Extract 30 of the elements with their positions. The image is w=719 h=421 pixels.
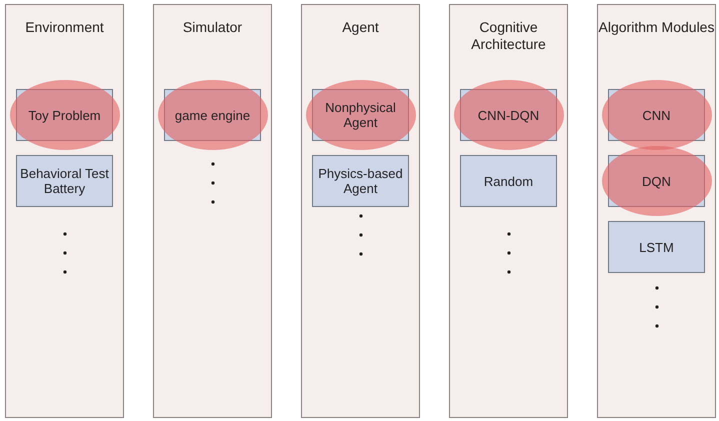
- module-box: [16, 155, 113, 207]
- column-panel: [597, 4, 716, 418]
- box-label: Toy Problem: [28, 108, 101, 122]
- box-label: DQN: [642, 174, 671, 188]
- box-label: Physics-based Agent: [317, 166, 404, 196]
- column-panel: [153, 4, 272, 418]
- module-box: [608, 155, 705, 207]
- column-heading: Simulator: [182, 19, 244, 36]
- module-box: [608, 89, 705, 141]
- column-heading: Cognitive Architecture: [470, 19, 547, 53]
- box-label: CNN: [642, 108, 671, 122]
- column-panel: [449, 4, 568, 418]
- module-box: [608, 221, 705, 273]
- module-box: [460, 89, 557, 141]
- module-box: [16, 89, 113, 141]
- column-heading: Environment: [24, 19, 105, 36]
- box-label: Nonphysical Agent: [324, 100, 397, 130]
- module-box: [312, 155, 409, 207]
- column-heading: Agent: [341, 19, 380, 36]
- column-heading: Algorithm Modules: [598, 19, 715, 36]
- column-panel: [5, 4, 124, 418]
- box-label: Behavioral Test Battery: [19, 166, 110, 196]
- box-label: CNN-DQN: [478, 108, 540, 122]
- module-box: [164, 89, 261, 141]
- module-box: [312, 89, 409, 141]
- box-label: LSTM: [639, 240, 674, 254]
- module-box: [460, 155, 557, 207]
- box-label: Random: [484, 174, 534, 188]
- column-panel: [301, 4, 420, 418]
- box-label: game engine: [174, 108, 250, 122]
